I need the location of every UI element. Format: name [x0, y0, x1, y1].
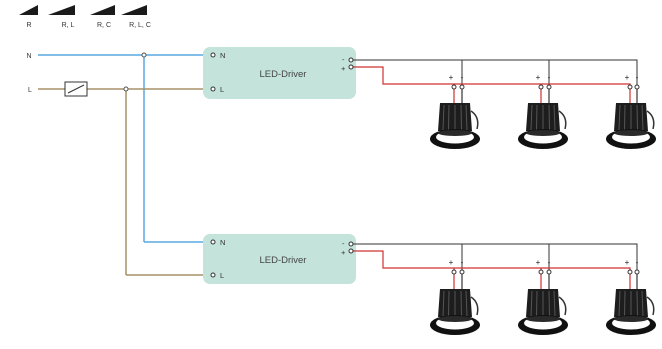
- dimmer-type-label: R, L, C: [129, 22, 151, 29]
- led-driver-2: N L LED-Driver - +: [203, 234, 356, 284]
- triangle-ramp-icon: [121, 5, 147, 15]
- dimmer-type-label: R: [26, 22, 31, 29]
- dimmer-type-label: R, L: [62, 22, 75, 29]
- lamp-minus-label: -: [636, 258, 639, 267]
- driver-input-n: N: [220, 238, 225, 247]
- driver-input-n: N: [220, 51, 225, 60]
- dimmer-type-r-l: R, L: [48, 5, 75, 29]
- driver-label: LED-Driver: [260, 69, 307, 80]
- lamp-plus-label: +: [625, 258, 630, 267]
- live-wires: [38, 88, 213, 276]
- driver-out-minus: -: [342, 239, 345, 248]
- driver-1-output-terminals: [348, 57, 354, 70]
- neutral-label: N: [26, 53, 31, 60]
- lamp-plus-label: +: [449, 258, 454, 267]
- driver-out-plus: +: [341, 248, 346, 257]
- led-downlight-icon: + -: [605, 73, 657, 150]
- driver-2-positive-bus: [351, 250, 631, 272]
- driver-2-output-terminals: [348, 241, 354, 254]
- lamp-minus-label: -: [636, 73, 639, 82]
- wire-junctions: [123, 52, 147, 92]
- driver-input-l: L: [220, 271, 224, 280]
- lamp-minus-label: -: [461, 258, 464, 267]
- dimmer-switch-icon: [64, 81, 88, 97]
- lamp-minus-label: -: [548, 258, 551, 267]
- lamp-plus-label: +: [536, 258, 541, 267]
- led-downlight-icon: + -: [429, 258, 481, 336]
- lamp-plus-label: +: [625, 73, 630, 82]
- dimmer-type-r-c: R, C: [90, 5, 115, 29]
- triangle-ramp-icon: [19, 5, 38, 15]
- neutral-wires: [38, 54, 213, 243]
- dimmer-type-r-l-c: R, L, C: [121, 5, 151, 29]
- triangle-ramp-icon: [48, 5, 75, 15]
- driver-1-negative-bus: [351, 59, 638, 87]
- lamp-row-2: + - + - + -: [429, 258, 657, 336]
- driver-1-positive-bus: [351, 66, 631, 87]
- dimmer-type-label: R, C: [97, 22, 111, 29]
- driver-2-negative-bus: [351, 243, 638, 272]
- lamp-row-1: + - + - + -: [429, 73, 657, 150]
- driver-input-l: L: [220, 85, 224, 94]
- led-downlight-icon: + -: [429, 73, 481, 150]
- driver-label: LED-Driver: [260, 255, 307, 266]
- led-downlight-icon: + -: [605, 258, 657, 336]
- dimmer-legend: R R, L R, C R, L, C: [19, 5, 151, 29]
- led-downlight-icon: + -: [517, 73, 569, 150]
- led-downlight-icon: + -: [517, 258, 569, 336]
- driver-out-plus: +: [341, 64, 346, 73]
- driver-out-minus: -: [342, 55, 345, 64]
- lamp-minus-label: -: [548, 73, 551, 82]
- lamp-plus-label: +: [536, 73, 541, 82]
- lamp-plus-label: +: [449, 73, 454, 82]
- dimmer-type-r: R: [19, 5, 38, 29]
- lamp-minus-label: -: [461, 73, 464, 82]
- triangle-ramp-icon: [90, 5, 115, 15]
- led-driver-1: N L LED-Driver - +: [203, 47, 356, 99]
- live-label: L: [28, 87, 32, 94]
